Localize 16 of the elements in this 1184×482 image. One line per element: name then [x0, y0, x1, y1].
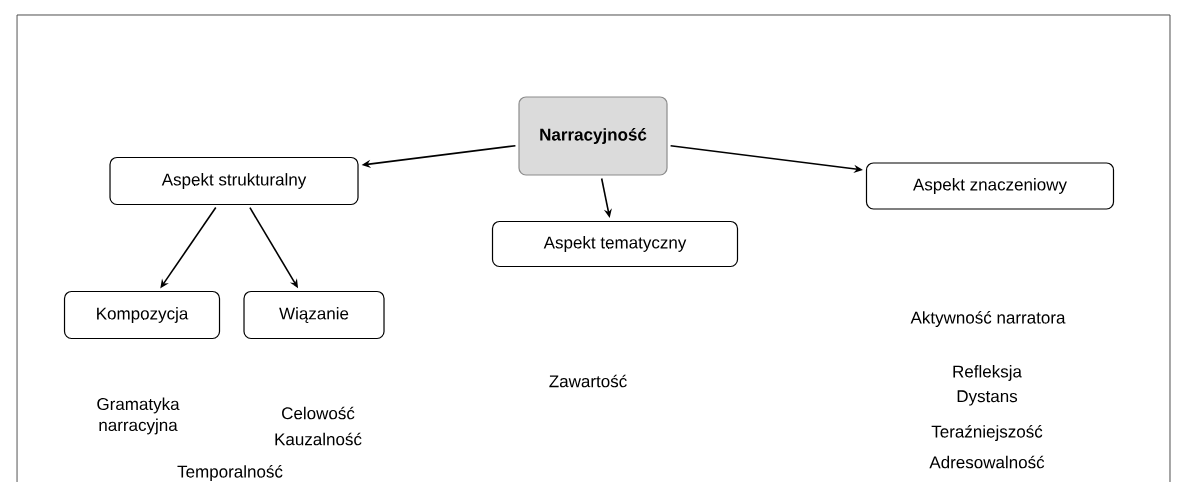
note-text: Refleksja [953, 365, 1022, 381]
title-box: Narracyjność [518, 96, 668, 176]
note-text: Aktywność narratora [910, 310, 1066, 327]
aspect-box: Aspekt strukturalny [109, 156, 359, 206]
note-text: Celowość [282, 406, 355, 420]
note-text: Zawartość [549, 374, 627, 388]
aspect-box: Aspekt tematyczny [491, 220, 739, 268]
note-text: Teraźniejszość [931, 424, 1043, 441]
note-text: Kauzalność [275, 432, 362, 446]
note-text: Adresowalność [929, 455, 1045, 469]
note-text: Gramatyka narracyjna [97, 397, 180, 435]
aspect-box: Wiązanie [243, 290, 385, 340]
note-text: Temporalność [177, 464, 283, 481]
note-text: Dystans [957, 390, 1018, 406]
aspect-box: Aspekt znaczeniowy [865, 162, 1115, 210]
aspect-box: Kompozycja [63, 290, 221, 340]
